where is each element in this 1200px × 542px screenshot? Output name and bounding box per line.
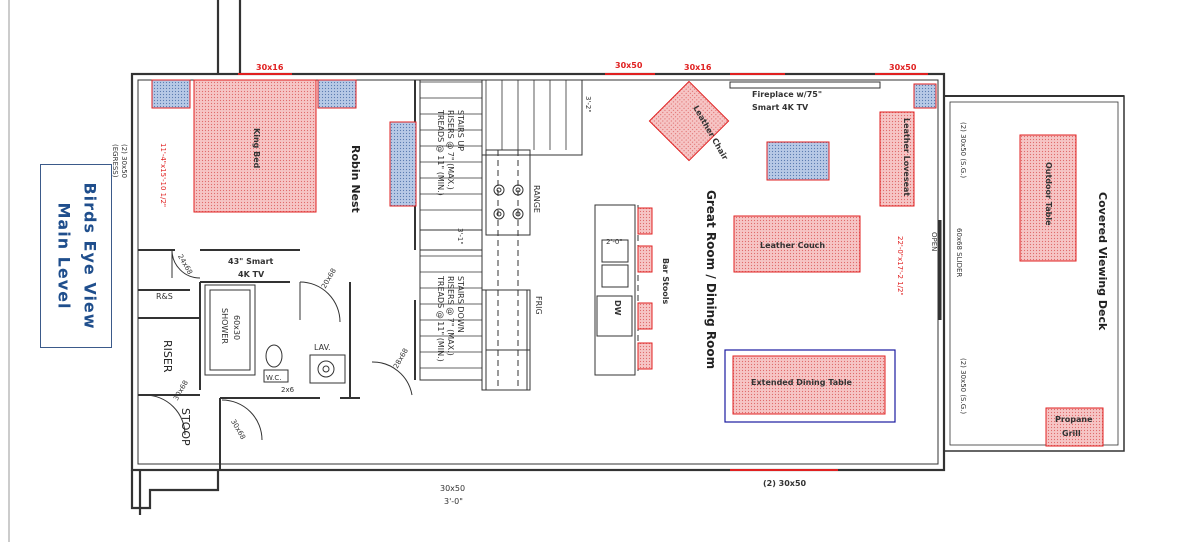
label-window-top-bedroom: 30x16: [256, 63, 284, 72]
room-stoop: STOOP: [179, 408, 192, 446]
range-burners: [493, 184, 524, 220]
label-propane-2: Grill: [1062, 429, 1081, 438]
label-tv43-2: 4K TV: [238, 270, 265, 279]
label-stairs-up-1: STAIRS UP: [456, 110, 465, 152]
nightstand-left: [151, 79, 191, 109]
label-wc: W.C.: [266, 374, 281, 382]
stair-treads: [420, 80, 567, 369]
kitchen: [485, 149, 639, 391]
windows: [238, 73, 928, 471]
label-dining-table: Extended Dining Table: [751, 378, 853, 387]
label-range: RANGE: [532, 185, 541, 213]
label-bottom-right: (2) 30x50: [763, 479, 807, 488]
door-swings: [144, 249, 413, 441]
king-bed: [193, 79, 317, 213]
label-dw: DW: [613, 300, 622, 316]
label-slider: 60x68 SLIDER: [955, 228, 963, 278]
label-stairs-down-1: STAIRS DOWN: [456, 276, 465, 333]
label-tv43-1: 43" Smart: [228, 257, 274, 266]
label-top-dim: 3'-2": [584, 96, 592, 113]
room-riser: RISER: [161, 340, 174, 373]
label-window-top-30x50-a: 30x50: [615, 61, 643, 70]
room-great-room: Great Room / Dining Room: [704, 190, 718, 370]
label-fireplace-2: Smart 4K TV: [752, 103, 809, 112]
label-counter-dim: 2'-0": [606, 238, 623, 246]
label-lav: LAV.: [314, 343, 331, 352]
leather-chair: [648, 80, 730, 162]
label-stairs-up-3: TREADS @ 11" (MIN.): [436, 110, 445, 196]
label-bar-stools: Bar Stools: [661, 258, 670, 305]
propane-grill: [1045, 407, 1104, 447]
label-window-top-30x16-b: 30x16: [684, 63, 712, 72]
label-stairs-down-3: TREADS @ 11" (MIN.): [436, 276, 445, 362]
title-box: Birds Eye View Main Level: [40, 164, 112, 348]
label-bottom-30x50: 30x50: [440, 484, 465, 493]
label-egress-1: (2) 30x50: [120, 144, 128, 179]
room-deck: Covered Viewing Deck: [1096, 192, 1109, 331]
room-robin-nest: Robin Nest: [349, 145, 362, 213]
label-window-top-30x50-b: 30x50: [889, 63, 917, 72]
fireplace-tv: [729, 81, 881, 89]
bath-fixtures: [204, 284, 346, 384]
outdoor-table: [1019, 134, 1077, 262]
label-wc-dim: 2x6: [281, 386, 295, 394]
label-right-upper: (2) 30x50 (S.G.): [959, 122, 967, 179]
bar-stools: [637, 207, 653, 370]
label-shower-1: 60x30: [232, 315, 241, 341]
label-leather-couch: Leather Couch: [760, 241, 825, 250]
label-rs: R&S: [156, 292, 173, 301]
label-outdoor-table: Outdoor Table: [1044, 162, 1053, 226]
dresser: [389, 121, 417, 207]
deck-outline: [938, 95, 1125, 452]
label-king-bed: King Bed: [252, 128, 261, 169]
label-open: OPEN: [930, 232, 938, 252]
label-fireplace-1: Fireplace w/75": [752, 90, 822, 99]
label-landing-dim: 3'-1": [456, 228, 464, 245]
extended-dining-table: [732, 355, 886, 415]
coffee-table: [766, 141, 830, 181]
label-right-lower: (2) 30x50 (S.G.): [959, 358, 967, 415]
dim-great-room: 22'-0"x17'-2 1/2": [896, 236, 904, 296]
side-table: [913, 83, 937, 109]
label-propane-1: Propane: [1055, 415, 1093, 424]
leather-loveseat: [879, 111, 915, 207]
leather-couch: [733, 215, 861, 273]
label-leather-loveseat: Leather Loveseat: [902, 118, 911, 197]
label-stairs-up-2: RISERS @ 7" (MAX.): [446, 110, 455, 190]
dim-robin-nest: 11'-4"x15'-10 1/2": [159, 143, 167, 208]
label-shower-2: SHOWER: [220, 308, 229, 344]
title-line1: Birds Eye View: [80, 182, 100, 330]
label-frig: FRIG: [534, 296, 543, 315]
label-stairs-down-2: RISERS @ 7" (MAX.): [446, 276, 455, 356]
nightstand-right: [317, 79, 357, 109]
dining-area: [724, 349, 896, 423]
label-bottom-dim: 3'-0": [444, 497, 463, 506]
label-egress-2: (EGRESS): [111, 144, 119, 178]
interior-walls: [138, 80, 416, 470]
title-line2: Main Level: [54, 202, 74, 310]
